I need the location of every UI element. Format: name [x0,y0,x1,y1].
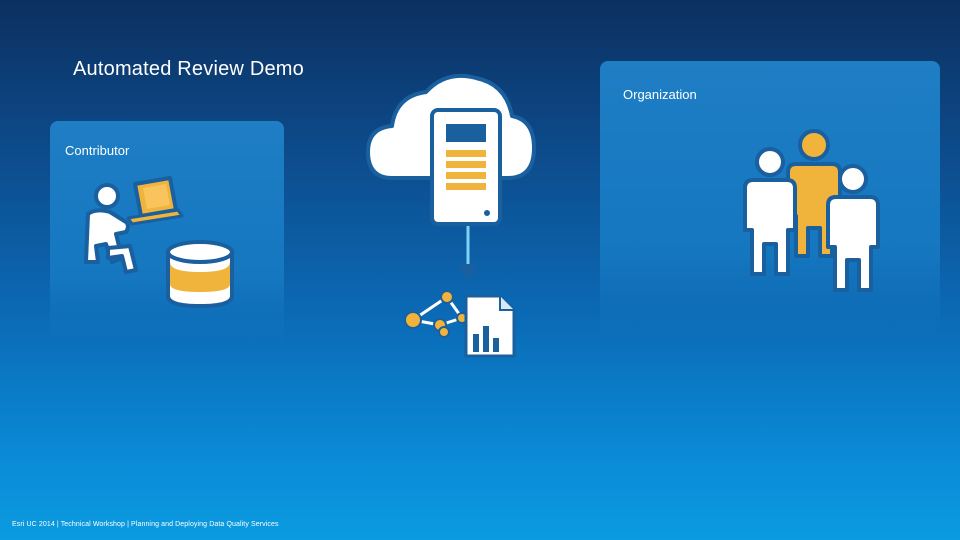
report-document-icon [464,294,516,358]
organization-label: Organization [623,87,697,102]
slide-title: Automated Review Demo [73,58,304,80]
database-icon [166,240,234,309]
slide-footer: Esri UC 2014 | Technical Workshop | Plan… [12,521,279,528]
contributor-label: Contributor [65,143,130,158]
arrow-down-icon [459,226,477,280]
people-group-icon [743,129,880,292]
contributor-at-laptop-icon [84,176,184,274]
server-icon [430,108,502,226]
network-graph-icon [404,290,474,338]
